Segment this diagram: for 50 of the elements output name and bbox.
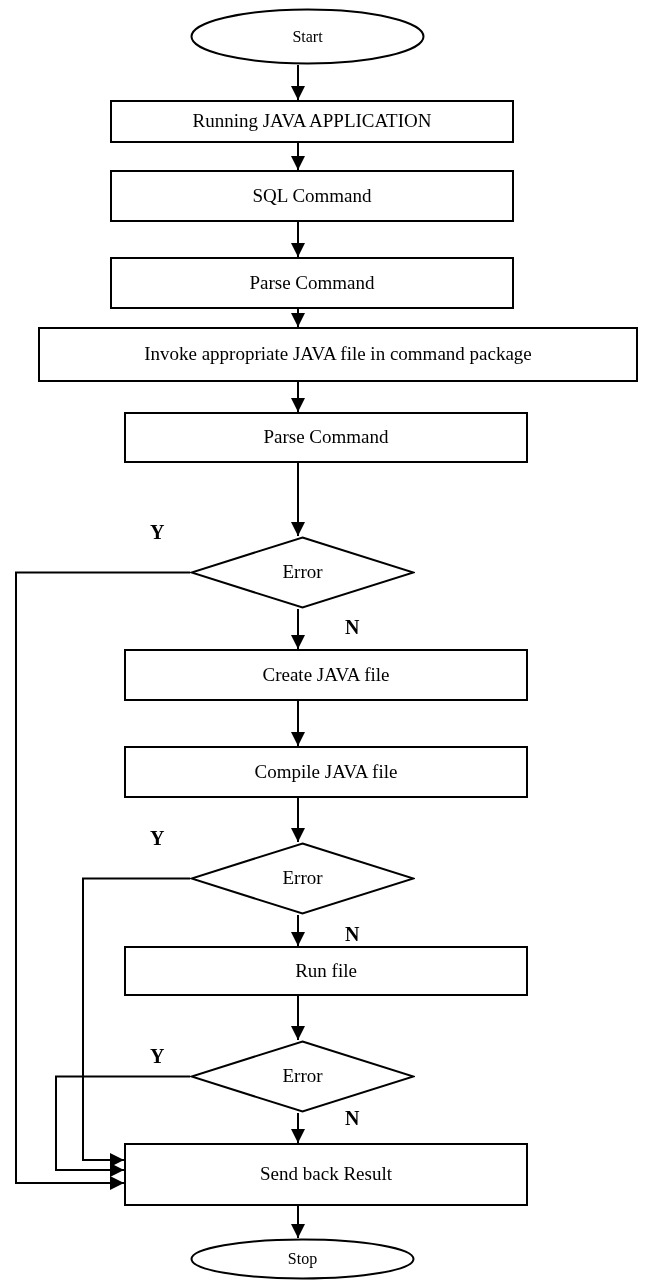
process-box <box>124 412 528 463</box>
arrow <box>291 797 305 843</box>
arrow <box>291 462 305 537</box>
arrow <box>291 995 305 1041</box>
process-box <box>38 327 638 382</box>
decision-diamond <box>190 1040 415 1113</box>
node-label: Start <box>292 27 323 46</box>
process-box <box>110 257 514 309</box>
arrow <box>291 700 305 747</box>
node-label: Error <box>282 1066 323 1087</box>
process-box <box>124 1143 528 1206</box>
arrow <box>55 1075 191 1177</box>
terminal-ellipse <box>190 8 425 65</box>
arrow <box>291 308 305 328</box>
node-label: Running JAVA APPLICATION <box>192 111 432 132</box>
node-label: Error <box>282 562 323 583</box>
edge-label: Y <box>148 522 167 542</box>
process-box <box>124 946 528 996</box>
process-box <box>110 170 514 222</box>
node-label: Parse Command <box>263 427 389 448</box>
node-label: Create JAVA file <box>262 664 390 686</box>
decision-diamond <box>190 842 415 915</box>
arrow <box>291 914 305 947</box>
node-label: Send back Result <box>260 1164 392 1185</box>
edge-label: Y <box>148 828 167 848</box>
edge-label: N <box>343 1108 362 1128</box>
edge-label: Y <box>148 1046 167 1066</box>
arrow <box>291 608 305 650</box>
terminal-ellipse <box>190 1238 415 1280</box>
node-label: Run file <box>295 960 357 982</box>
arrow <box>291 1112 305 1144</box>
node-label: Invoke appropriate JAVA file in command package <box>144 344 532 365</box>
process-box <box>124 746 528 798</box>
node-label: Parse Command <box>249 272 375 294</box>
arrow <box>291 142 305 171</box>
node-label: Stop <box>287 1250 318 1268</box>
edge-label: N <box>343 924 362 944</box>
arrow <box>15 571 191 1190</box>
process-box <box>110 100 514 143</box>
process-box <box>124 649 528 701</box>
arrow <box>291 381 305 413</box>
arrow <box>291 1205 305 1239</box>
decision-diamond <box>190 536 415 609</box>
arrow <box>291 64 305 101</box>
node-label: Error <box>282 868 323 889</box>
node-label: Compile JAVA file <box>254 761 398 783</box>
node-label: SQL Command <box>252 185 372 207</box>
arrow <box>291 221 305 258</box>
arrow <box>82 877 191 1167</box>
edge-label: N <box>343 617 362 637</box>
